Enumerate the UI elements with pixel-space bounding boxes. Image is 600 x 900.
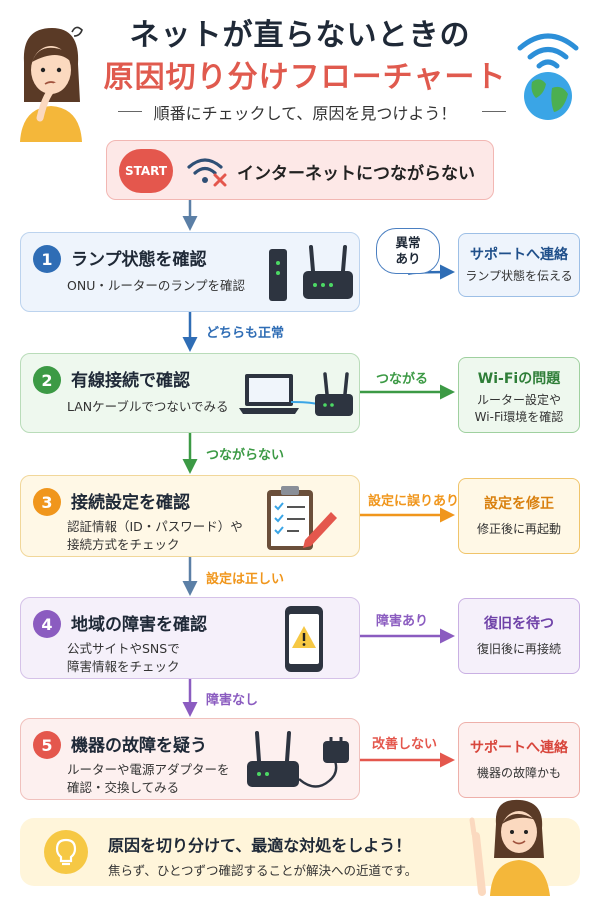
smartphone-warning-icon — [285, 606, 323, 672]
step-4-box: 4 地域の障害を確認 公式サイトやSNSで 障害情報をチェック — [20, 597, 360, 679]
down-label-2: つながらない — [206, 448, 285, 463]
step-3-title: 接続設定を確認 — [71, 493, 190, 513]
branch-label-3: 設定に誤りあり — [368, 494, 460, 509]
subtitle-divider-right — [482, 111, 506, 112]
bubble-line1: 異常 — [395, 235, 421, 250]
onu-router-icon — [269, 245, 353, 301]
step-5-title: 機器の故障を疑う — [71, 736, 207, 756]
branch-label-5: 改善しない — [372, 737, 438, 752]
step-3-box: 3 接続設定を確認 認証情報（ID・パスワード）や 接続方式をチェック — [20, 475, 360, 557]
result-1-desc: ランプ状態を伝える — [465, 269, 573, 283]
step-2-desc: LANケーブルでつないでみる — [67, 399, 229, 414]
result-4-box: 復旧を待つ 復旧後に再接続 — [458, 598, 580, 674]
start-text: インターネットにつながらない — [237, 164, 475, 184]
step-1-title: ランプ状態を確認 — [71, 250, 207, 270]
footer-sub-text: 焦らず、ひとつずつ確認することが解決への近道です。 — [108, 863, 418, 878]
bubble-line2: あり — [395, 251, 421, 266]
step-2-box: 2 有線接続で確認 LANケーブルでつないでみる — [20, 353, 360, 433]
down-label-1: どちらも正常 — [206, 326, 285, 341]
branch-label-4: 障害あり — [376, 614, 429, 629]
branch-label-2: つながる — [376, 372, 429, 387]
result-3-box: 設定を修正 修正後に再起動 — [458, 478, 580, 554]
wifi-globe-illustration — [517, 33, 579, 120]
step-4-desc: 公式サイトやSNSで 障害情報をチェック — [67, 641, 180, 674]
result-1-title: サポートへ連絡 — [470, 247, 568, 263]
clipboard-checklist-icon — [267, 486, 337, 550]
laptop-router-icon — [239, 372, 353, 416]
step-3-number: 3 — [33, 488, 61, 516]
abnormal-bubble: 異常 あり — [376, 228, 440, 274]
subtitle-divider-left — [118, 111, 142, 112]
step-4-title: 地域の障害を確認 — [71, 615, 207, 635]
result-5-box: サポートへ連絡 機器の故障かも — [458, 722, 580, 798]
result-5-title: サポートへ連絡 — [470, 740, 568, 756]
result-4-title: 復旧を待つ — [484, 616, 554, 632]
start-box: START インターネットにつながらない — [106, 140, 494, 200]
step-1-box: 1 ランプ状態を確認 ONU・ルーターのランプを確認 — [20, 232, 360, 312]
result-3-desc: 修正後に再起動 — [476, 522, 561, 536]
step-5-desc: ルーターや電源アダプターを 確認・交換してみる — [67, 762, 230, 795]
page-title-line2: 原因切り分けフローチャート — [103, 60, 507, 95]
page-title-line1: ネットが直らないときの — [129, 18, 471, 53]
wifi-disconnected-icon — [187, 158, 227, 187]
router-power-adapter-icon — [247, 731, 349, 788]
step-2-number: 2 — [33, 366, 61, 394]
step-2-title: 有線接続で確認 — [71, 371, 190, 391]
result-2-title: Wi-Fiの問題 — [477, 371, 561, 387]
down-label-4: 障害なし — [206, 693, 259, 708]
lightbulb-icon — [44, 830, 88, 874]
step-4-number: 4 — [33, 610, 61, 638]
down-label-3: 設定は正しい — [206, 572, 285, 587]
step-5-box: 5 機器の故障を疑う ルーターや電源アダプターを 確認・交換してみる — [20, 718, 360, 800]
result-5-desc: 機器の故障かも — [476, 766, 561, 780]
result-4-desc: 復旧後に再接続 — [476, 642, 561, 656]
footer-tip-box: 原因を切り分けて、最適な対処をしよう！ 焦らず、ひとつずつ確認することが解決への… — [20, 818, 580, 886]
result-1-box: サポートへ連絡 ランプ状態を伝える — [458, 233, 580, 297]
step-1-number: 1 — [33, 245, 61, 273]
step-5-number: 5 — [33, 731, 61, 759]
worried-person-illustration — [20, 26, 83, 142]
step-3-desc: 認証情報（ID・パスワード）や 接続方式をチェック — [67, 519, 243, 552]
start-badge: START — [119, 149, 173, 193]
page-subtitle: 順番にチェックして、原因を見つけよう！ — [153, 104, 457, 123]
step-1-desc: ONU・ルーターのランプを確認 — [67, 278, 245, 293]
pointing-person-illustration — [469, 799, 550, 896]
result-3-title: 設定を修正 — [484, 496, 554, 512]
footer-main-text: 原因を切り分けて、最適な対処をしよう！ — [108, 836, 412, 855]
